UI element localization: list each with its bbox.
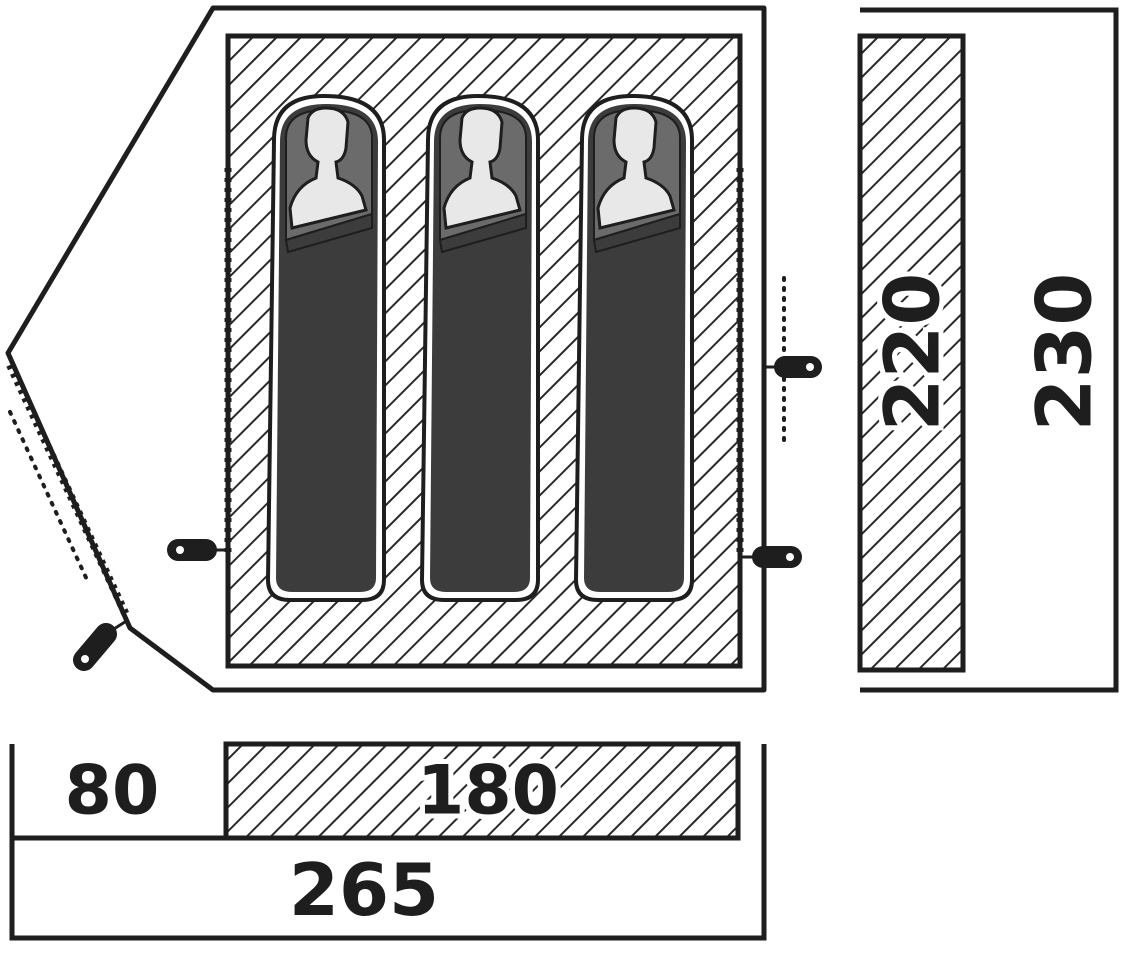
- tent-peg-icon: [740, 546, 802, 568]
- sleeping-bag-icon: [265, 93, 386, 602]
- tent-peg-icon: [167, 539, 228, 561]
- total-width-label: 265: [289, 848, 439, 932]
- vestibule-width-label: 80: [65, 752, 160, 831]
- vestibule-guyline: [8, 410, 90, 584]
- tent-plan: [5, 5, 822, 693]
- total-length-label: 230: [1020, 273, 1109, 432]
- sleeping-bag-icon: [573, 93, 694, 602]
- width-dimensions: 80 180 265: [9, 741, 767, 941]
- total-width-bracket: [9, 744, 767, 941]
- tent-peg-icon: [73, 618, 129, 671]
- inner-length-label: 220: [868, 273, 957, 432]
- person-silhouette-icon: [596, 106, 676, 230]
- inner-length-box: [857, 33, 966, 673]
- sleeping-bag-icon: [419, 93, 540, 602]
- inner-width-box: [223, 741, 741, 841]
- person-silhouette-icon: [442, 106, 522, 230]
- inner-width-label: 180: [417, 752, 559, 831]
- person-silhouette-icon: [288, 106, 368, 230]
- vestibule-zipper: [6, 363, 130, 617]
- tent-peg-icon: [764, 356, 822, 378]
- length-dimensions: 220 230: [857, 7, 1119, 693]
- total-length-bracket: [860, 7, 1119, 693]
